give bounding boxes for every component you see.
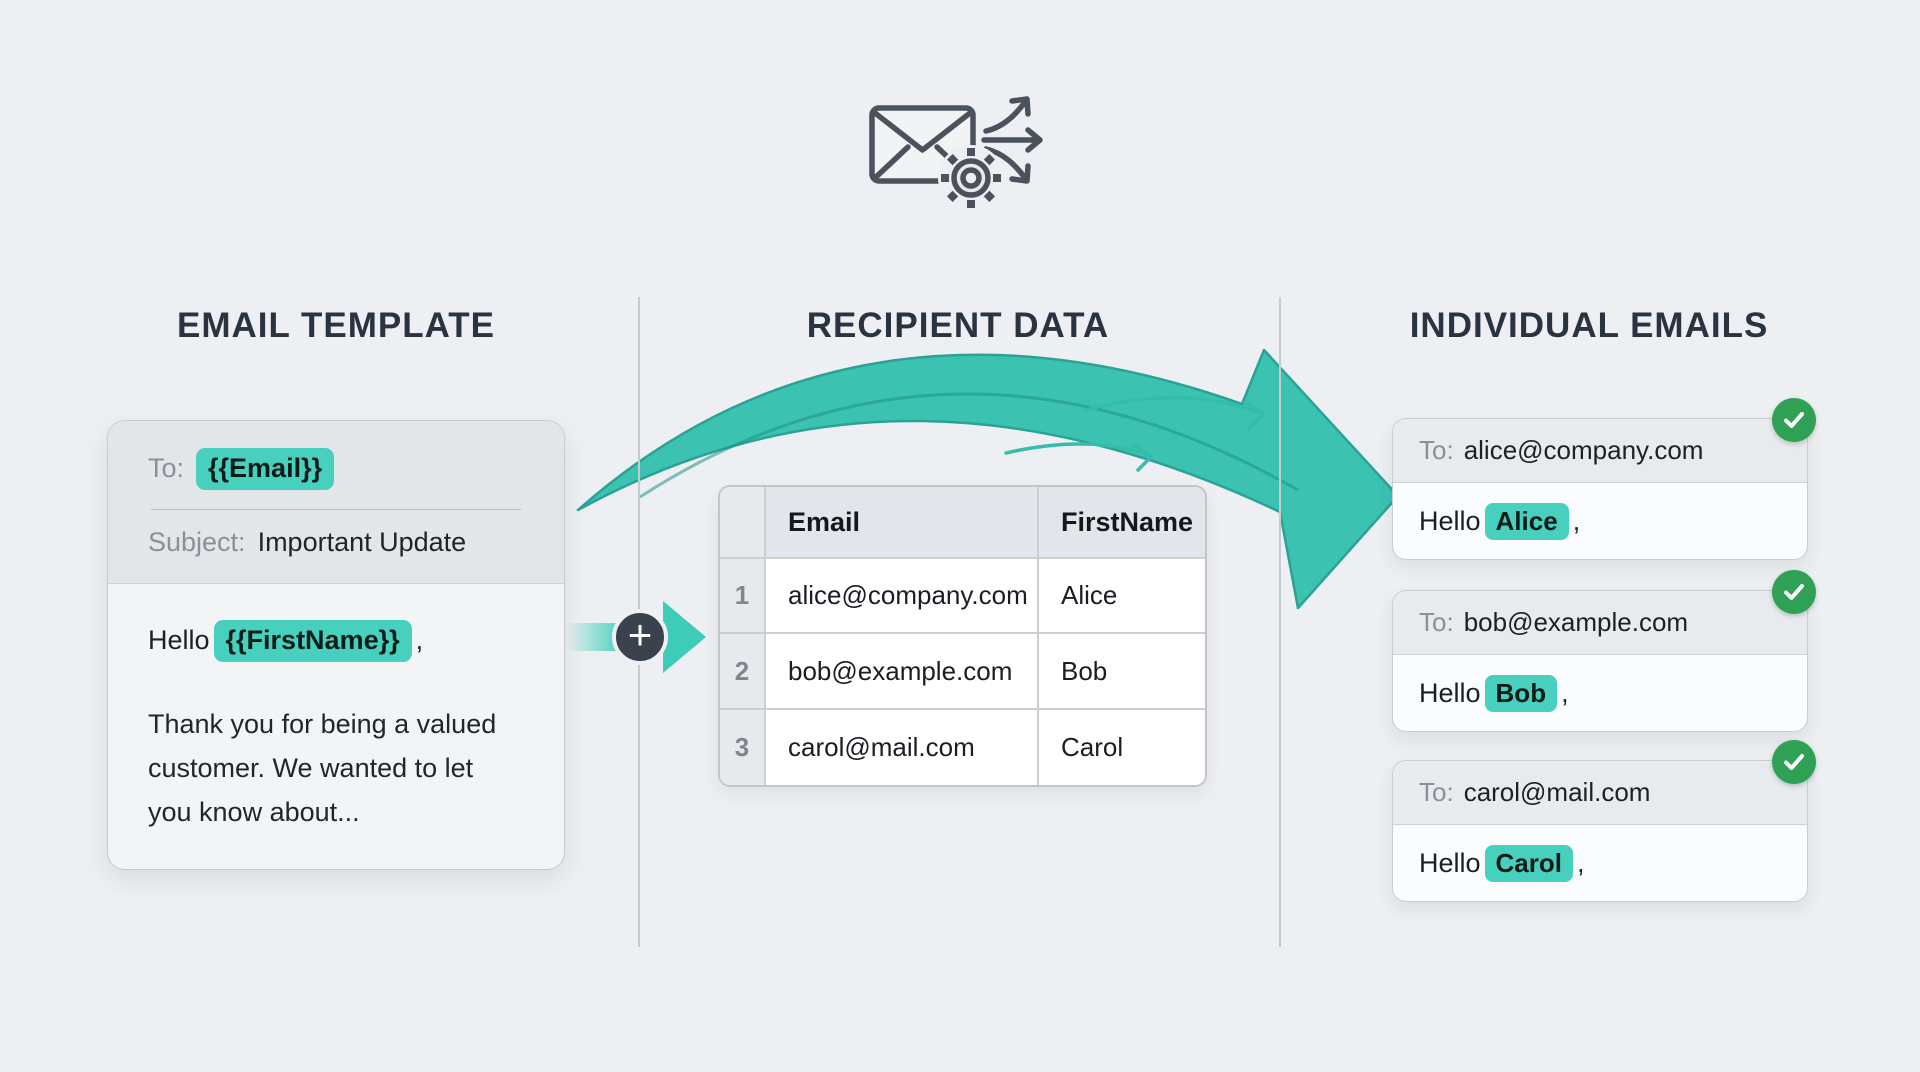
email-template-card: To: {{Email}} Subject: Important Update … (107, 420, 565, 870)
template-header-divider (151, 508, 521, 510)
template-subject-row: Subject: Important Update (148, 527, 524, 558)
greeting-prefix: Hello (1419, 677, 1481, 708)
email-variable-chip: {{Email}} (196, 448, 335, 490)
greeting-suffix: , (1572, 505, 1581, 536)
template-body-text: Thank you for being a valued customer. W… (148, 708, 497, 827)
to-label: To: (1419, 777, 1454, 807)
template-card-header: To: {{Email}} Subject: Important Update (108, 421, 564, 584)
email-card-header: To: bob@example.com (1393, 591, 1807, 655)
subject-value: Important Update (257, 526, 467, 557)
greeting-suffix: , (415, 625, 424, 656)
row-number: 2 (720, 634, 766, 710)
greeting-prefix: Hello (1419, 505, 1481, 536)
column-header-firstname: FirstName (1039, 487, 1205, 559)
email-card-body: Hello Carol , (1393, 825, 1807, 901)
heading-individual-emails: INDIVIDUAL EMAILS (1409, 306, 1769, 345)
heading-recipient-data: RECIPIENT DATA (806, 306, 1110, 345)
template-to-row: To: {{Email}} (148, 448, 524, 490)
greeting-prefix: Hello (148, 625, 210, 656)
template-card-body: Hello {{FirstName}} , Thank you for bein… (108, 584, 564, 834)
plus-glyph: + (627, 611, 653, 658)
table-corner-cell (720, 487, 766, 559)
merge-plus-icon: + (612, 609, 668, 665)
individual-email-card: To: alice@company.com Hello Alice , (1392, 398, 1816, 560)
mail-merge-icon (869, 96, 1043, 211)
individual-email-card: To: bob@example.com Hello Bob , (1392, 570, 1816, 732)
email-card-body: Hello Bob , (1393, 655, 1807, 731)
table-cell-email: bob@example.com (766, 634, 1039, 710)
table-cell-firstname: Carol (1039, 710, 1205, 785)
check-icon (1772, 740, 1816, 784)
check-icon (1772, 570, 1816, 614)
table-cell-email: carol@mail.com (766, 710, 1039, 785)
row-number: 3 (720, 710, 766, 785)
to-label: To: (148, 453, 185, 484)
heading-email-template: EMAIL TEMPLATE (177, 306, 495, 345)
row-number: 1 (720, 559, 766, 634)
email-card-header: To: alice@company.com (1393, 419, 1807, 483)
greeting-suffix: , (1561, 677, 1569, 708)
accent-arrow-upper (1084, 396, 1266, 431)
section-divider-right (1279, 297, 1281, 947)
table-cell-email: alice@company.com (766, 559, 1039, 634)
recipient-data-table: Email FirstName 1 alice@company.com Alic… (718, 485, 1207, 787)
email-address: bob@example.com (1463, 607, 1689, 637)
merged-name-chip: Carol (1484, 844, 1573, 882)
email-address: carol@mail.com (1463, 777, 1651, 807)
column-header-email: Email (766, 487, 1039, 559)
to-label: To: (1419, 435, 1454, 465)
email-card-header: To: carol@mail.com (1393, 761, 1807, 825)
greeting-suffix: , (1577, 847, 1585, 878)
check-icon (1772, 398, 1816, 442)
email-address: alice@company.com (1463, 435, 1704, 465)
greeting-prefix: Hello (1419, 847, 1481, 878)
accent-arrow-lower (1004, 442, 1154, 472)
individual-email-card: To: carol@mail.com Hello Carol , (1392, 740, 1816, 902)
merged-name-chip: Bob (1484, 674, 1558, 712)
merged-name-chip: Alice (1484, 502, 1569, 540)
gear-icon (941, 148, 1001, 208)
template-greeting: Hello {{FirstName}} , (148, 620, 524, 662)
table-cell-firstname: Bob (1039, 634, 1205, 710)
firstname-variable-chip: {{FirstName}} (213, 620, 412, 662)
subject-label: Subject: (148, 526, 246, 557)
table-cell-firstname: Alice (1039, 559, 1205, 634)
to-label: To: (1419, 607, 1454, 637)
email-card-body: Hello Alice , (1393, 483, 1807, 559)
